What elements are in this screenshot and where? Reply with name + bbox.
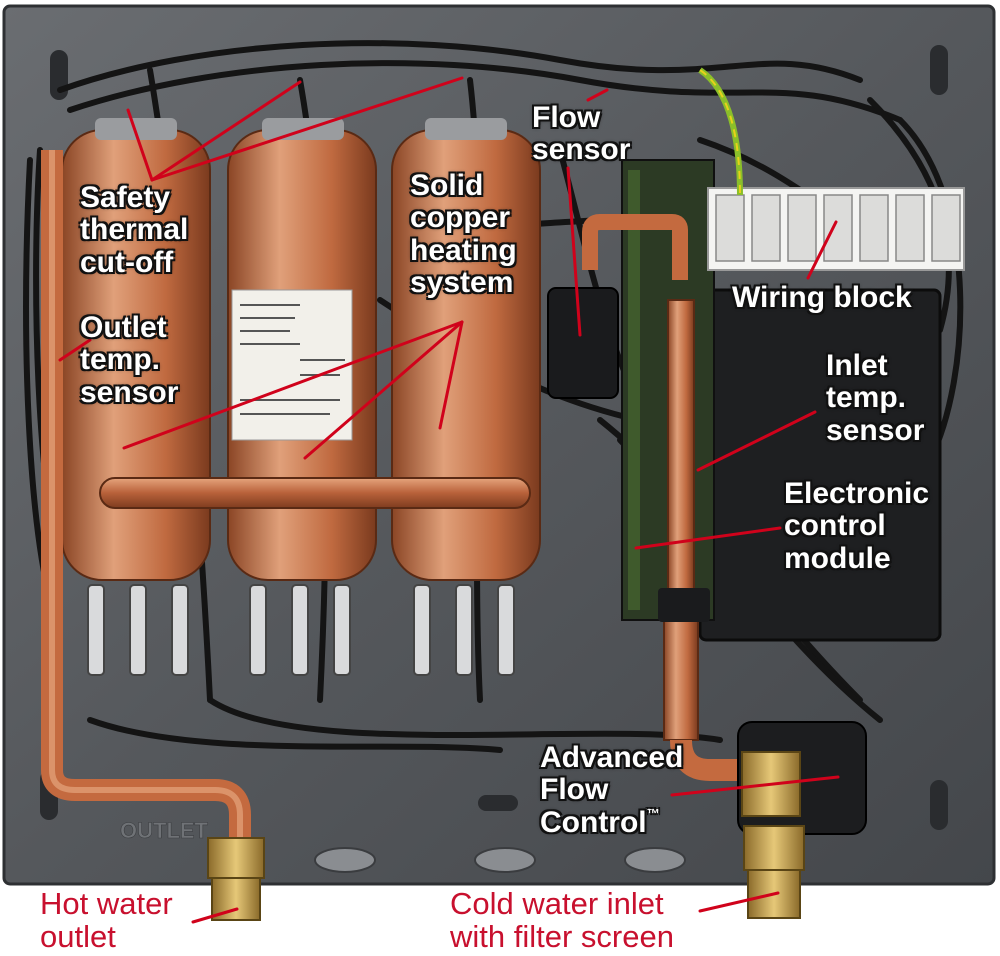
label-solid-copper-heating-system: Solid copper heating system (410, 169, 517, 300)
element-terminals (87, 584, 515, 676)
control-module (698, 288, 942, 642)
terminal-block (707, 187, 965, 271)
trademark-symbol: ™ (646, 805, 660, 821)
label-advanced-flow-control: Advanced Flow Control™ (540, 741, 684, 839)
label-wiring-block: Wiring block (732, 281, 912, 314)
embossed-outlet: OUTLET (120, 818, 209, 843)
spec-sticker (231, 289, 353, 441)
hot-outlet-fitting (207, 837, 265, 921)
label-inlet-temp-sensor: Inlet temp. sensor (826, 349, 925, 447)
label-outlet-temp-sensor: Outlet temp. sensor (80, 311, 179, 409)
label-flow-sensor: Flow sensor (532, 101, 631, 167)
callout-lines (58, 76, 840, 924)
advanced-flow-control-text: Advanced Flow Control (540, 741, 684, 839)
inlet-pipe (582, 214, 688, 280)
cold-inlet-fitting (743, 825, 805, 919)
flow-sensor-body (547, 287, 619, 399)
heating-tanks (61, 118, 541, 581)
caption-cold-water-inlet: Cold water inlet with filter screen (450, 886, 674, 954)
label-electronic-control-module: Electronic control module (784, 477, 930, 575)
knockouts (314, 847, 686, 873)
caption-hot-water-outlet: Hot water outlet (40, 886, 173, 954)
label-safety-thermal-cutoff: Safety thermal cut-off (80, 181, 189, 279)
manifold-pipe (99, 477, 531, 509)
